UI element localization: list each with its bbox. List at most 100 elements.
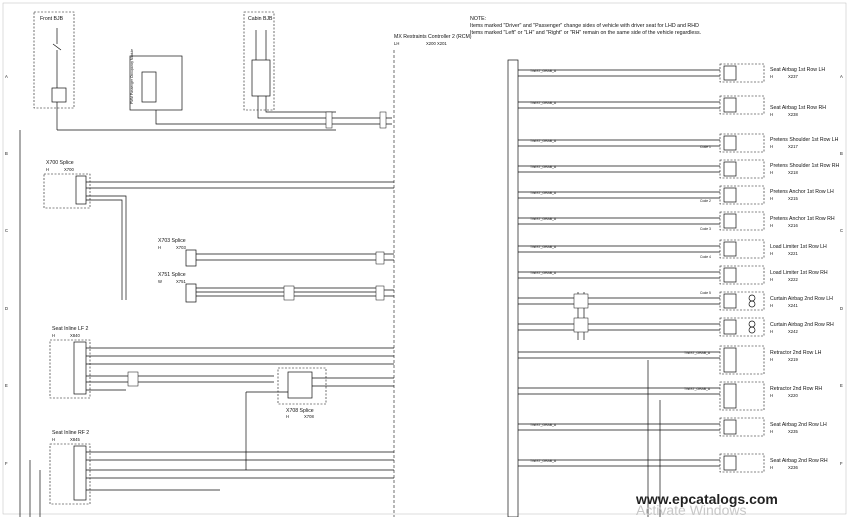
diagram-label: Curtain Airbag 2nd Row RH: [770, 322, 834, 328]
diagram-label: H: [770, 429, 773, 434]
twist-label: TWIST_GRAB_A: [530, 271, 557, 275]
twist-label: TWIST_GRAB_A: [530, 69, 557, 73]
component-seat-airbag-2nd-lh: Seat Airbag 2nd Row LH H X235: [719, 417, 827, 437]
note-block: NOTE: Items marked "Driver" and "Passeng…: [470, 16, 701, 36]
note-line-2: Items marked "Left" or "LH" and "Right" …: [470, 30, 701, 36]
component-seat-airbag-1st-rh: Seat Airbag 1st Row RH H X238: [719, 95, 826, 117]
twist-label: TWIST_GRAB_A: [530, 459, 557, 463]
code-label: Code 1: [700, 145, 711, 149]
seat-rf-h: H: [52, 437, 55, 442]
diagram-label: X238: [788, 112, 798, 117]
diagram-label: Pretens Shoulder 1st Row LH: [770, 137, 839, 143]
diagram-label: Retractor 2nd Row LH: [770, 350, 822, 356]
diagram-label: Seat Airbag 1st Row LH: [770, 67, 825, 73]
diagram-label: X242: [788, 329, 798, 334]
row-marker: D: [840, 306, 843, 311]
component-load-limiter-1st-lh: Load Limiter 1st Row LH H X221: [719, 239, 827, 259]
watermark-text: www.epcatalogs.com: [635, 491, 778, 507]
right-components: Seat Airbag 1st Row LH H X237 Seat Airba…: [719, 63, 839, 473]
seat-rf-id: X845: [70, 437, 80, 442]
diagram-label: X220: [788, 393, 798, 398]
row-marker: B: [840, 151, 843, 156]
code-labels: Code 1 Code 2 Code 3 Code 4 Code 5: [700, 145, 711, 295]
component-seat-airbag-1st-lh: Seat Airbag 1st Row LH H X237: [719, 63, 825, 83]
diagram-label: Seat Airbag 2nd Row LH: [770, 422, 827, 428]
twist-label: TWIST_GRAB_A: [684, 351, 711, 355]
diagram-label: Pretens Anchor 1st Row LH: [770, 189, 834, 195]
rcm-title: MX Restraints Controller 2 (RCM): [394, 34, 472, 40]
diagram-label: X215: [788, 196, 798, 201]
row-marker: E: [840, 383, 843, 388]
row-marker: C: [840, 228, 843, 233]
component-pretens-anchor-1st-lh: Pretens Anchor 1st Row LH H X215: [719, 185, 834, 205]
diagram-label: X216: [788, 223, 798, 228]
component-load-limiter-1st-rh: Load Limiter 1st Row RH H X222: [719, 265, 828, 285]
diagram-label: Load Limiter 1st Row LH: [770, 244, 827, 250]
x703-id: X703: [176, 245, 186, 250]
code-label: Code 5: [700, 291, 711, 295]
diagram-label: H: [770, 465, 773, 470]
code-label: Code 3: [700, 227, 711, 231]
diagram-label: H: [770, 112, 773, 117]
diagram-label: X236: [788, 465, 798, 470]
component-seat-airbag-2nd-rh: Seat Airbag 2nd Row RH H X236: [719, 453, 828, 473]
diagram-label: X219: [788, 357, 798, 362]
rcm-ids: X200 X201: [426, 41, 447, 46]
pmm-label: PMM Passenger Occupancy Module: [130, 49, 134, 104]
x751-id: X751: [176, 279, 186, 284]
diagram-label: H: [770, 196, 773, 201]
x703-h: H: [158, 245, 161, 250]
diagram-label: Curtain Airbag 2nd Row LH: [770, 296, 833, 302]
cabin-bjb-label: Cabin BJB: [248, 16, 273, 22]
watermark-faint: Activate Windows: [636, 502, 746, 517]
diagram-label: H: [770, 393, 773, 398]
component-pretens-anchor-1st-rh: Pretens Anchor 1st Row RH H X216: [719, 211, 835, 231]
row-markers-left: A B C D E F: [5, 74, 8, 466]
x700-splice: X700 Splice H X700: [43, 160, 394, 300]
diagram-label: Seat Airbag 2nd Row RH: [770, 458, 828, 464]
pmm-module: PMM Passenger Occupancy Module: [129, 49, 336, 125]
twist-label: TWIST_GRAB_A: [530, 101, 557, 105]
twist-label: TWIST_GRAB_A: [530, 245, 557, 249]
row-markers-right: A B C D E F: [840, 74, 843, 466]
twist-label: TWIST_GRAB_A: [530, 191, 557, 195]
x751-h: W: [158, 279, 162, 284]
diagram-label: Retractor 2nd Row RH: [770, 386, 822, 392]
diagram-label: Pretens Shoulder 1st Row RH: [770, 163, 839, 169]
x708-title: X708 Splice: [286, 408, 314, 414]
row-marker: A: [840, 74, 843, 79]
x703-splice: X703 Splice H X703: [158, 238, 394, 267]
row-marker: F: [5, 461, 8, 466]
front-bjb: Front BJB: [33, 11, 336, 131]
note-line-1: Items marked "Driver" and "Passenger" ch…: [470, 23, 699, 29]
rcm-output-wires: [518, 69, 720, 517]
diagram-label: H: [770, 170, 773, 175]
twist-label: TWIST_GRAB_A: [530, 165, 557, 169]
diagram-label: H: [770, 223, 773, 228]
twist-label: TWIST_GRAB_A: [530, 217, 557, 221]
twist-label: TWIST_GRAB_A: [530, 423, 557, 427]
seat-rf-title: Seat Inline RF 2: [52, 430, 89, 436]
diagram-label: X218: [788, 170, 798, 175]
diagram-label: X217: [788, 144, 798, 149]
code-label: Code 4: [700, 255, 711, 259]
code-label: Code 2: [700, 199, 711, 203]
x700-id: X700: [64, 167, 74, 172]
seat-lf-id: X840: [70, 333, 80, 338]
component-pretens-shoulder-1st-lh: Pretens Shoulder 1st Row LH H X217: [719, 133, 839, 153]
diagram-label: X241: [788, 303, 798, 308]
component-retractor-2nd-lh: Retractor 2nd Row LH H X219: [719, 345, 822, 375]
diagram-label: X221: [788, 251, 798, 256]
component-curtain-airbag-2nd-rh: Curtain Airbag 2nd Row RH H X242: [719, 317, 834, 337]
diagram-label: H: [770, 144, 773, 149]
x751-splice: X751 Splice W X751: [158, 272, 394, 303]
diagram-label: H: [770, 303, 773, 308]
twist-label: TWIST_GRAB_A: [530, 139, 557, 143]
diagram-label: H: [770, 357, 773, 362]
x751-title: X751 Splice: [158, 272, 186, 278]
note-heading: NOTE:: [470, 16, 486, 22]
component-retractor-2nd-rh: Retractor 2nd Row RH H X220: [719, 381, 822, 411]
row-marker: D: [5, 306, 8, 311]
